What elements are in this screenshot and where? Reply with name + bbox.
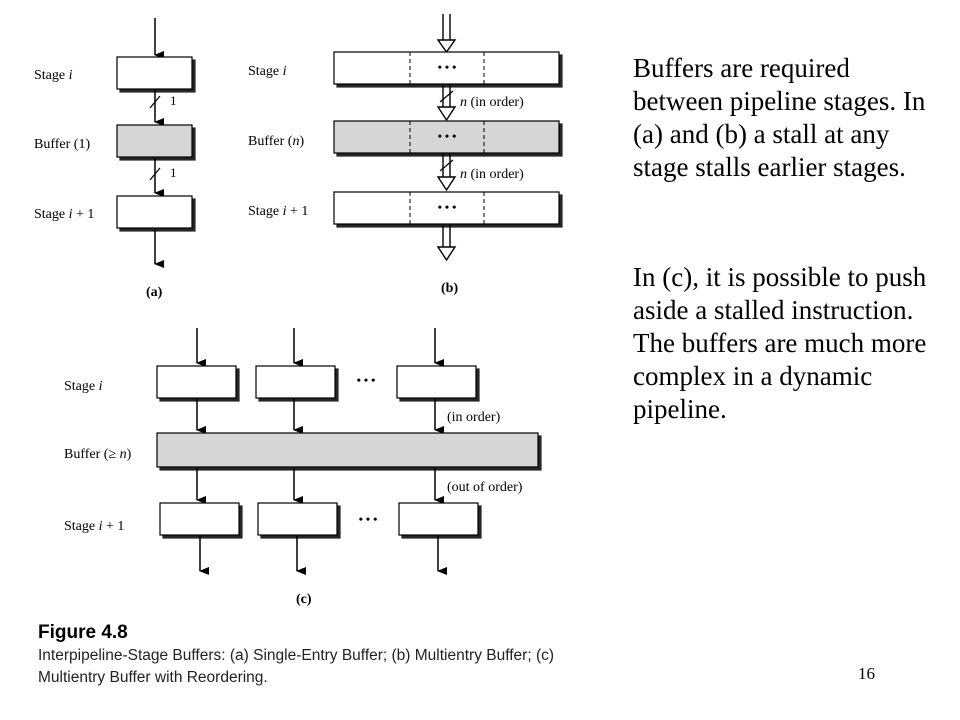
width-label-a-1: 1 — [170, 93, 177, 108]
bus-arrow-b-1 — [436, 85, 457, 122]
bus-arrow-b-2 — [436, 154, 457, 192]
bus-label-b-1: n (in order) — [460, 95, 524, 110]
stage-i-box-a — [116, 56, 193, 90]
stage-i-label-b: Stage i — [248, 64, 287, 79]
ellipsis-c-1: • • • — [357, 373, 376, 387]
figure-caption: Interpipeline-Stage Buffers: (a) Single-… — [38, 647, 555, 686]
diagram-c: • • • (in order) (out of order) • • • St… — [64, 328, 539, 607]
buffer-label-c: Buffer (≥ n) — [64, 447, 132, 462]
diagram-b: • • • n (in order) • • • n (in order) • … — [248, 14, 560, 296]
buffer-label-a: Buffer (1) — [34, 137, 90, 152]
stage-i1-label-a: Stage i + 1 — [34, 207, 94, 222]
note-paragraph-1: Buffers are required between pipeline st… — [633, 53, 926, 182]
stage-i1-box-c-1 — [159, 502, 240, 536]
note-paragraph-2: In (c), it is possible to push aside a s… — [633, 262, 927, 424]
width-tick-a-1 — [149, 95, 161, 109]
stage-i1-box-b — [333, 191, 560, 225]
caption-a: (a) — [146, 285, 163, 300]
caption-c: (c) — [296, 592, 312, 607]
ellipsis-b-3: • • • — [438, 200, 457, 214]
bus-label-b-2: n (in order) — [460, 167, 524, 182]
page-number: 16 — [858, 664, 875, 683]
stage-i-box-c-1 — [156, 365, 237, 399]
stage-i-box-b — [333, 51, 560, 85]
ellipsis-b-2: • • • — [438, 129, 457, 143]
buffer-label-b: Buffer (n) — [248, 134, 304, 149]
ellipsis-b-1: • • • — [438, 60, 457, 74]
stage-i1-box-c-2 — [257, 502, 338, 536]
input-bus-arrow-b — [436, 14, 457, 54]
ellipsis-c-2: • • • — [359, 512, 378, 526]
figure-title: Figure 4.8 — [38, 622, 128, 643]
stage-i-box-c-3 — [396, 365, 477, 399]
stage-i-label-a: Stage i — [34, 68, 73, 83]
stage-i1-box-a — [116, 195, 193, 229]
diagram-a: 1 1 Stage i Buffer (1) Stage i + 1 (a) — [34, 18, 193, 300]
stage-i-box-c-2 — [255, 365, 336, 399]
stage-i1-label-c: Stage i + 1 — [64, 519, 124, 534]
width-tick-a-2 — [149, 167, 161, 181]
stage-i1-box-c-3 — [398, 502, 479, 536]
buffer-box-c — [156, 432, 539, 468]
buffer-box-a — [116, 124, 193, 158]
caption-b: (b) — [441, 281, 458, 296]
stage-i-label-c: Stage i — [64, 379, 103, 394]
width-label-a-2: 1 — [170, 165, 177, 180]
in-order-label-c: (in order) — [447, 410, 501, 425]
stage-i1-label-b: Stage i + 1 — [248, 204, 308, 219]
output-bus-arrow-b — [436, 225, 457, 262]
out-of-order-label-c: (out of order) — [447, 480, 523, 495]
buffer-box-b — [333, 120, 560, 154]
